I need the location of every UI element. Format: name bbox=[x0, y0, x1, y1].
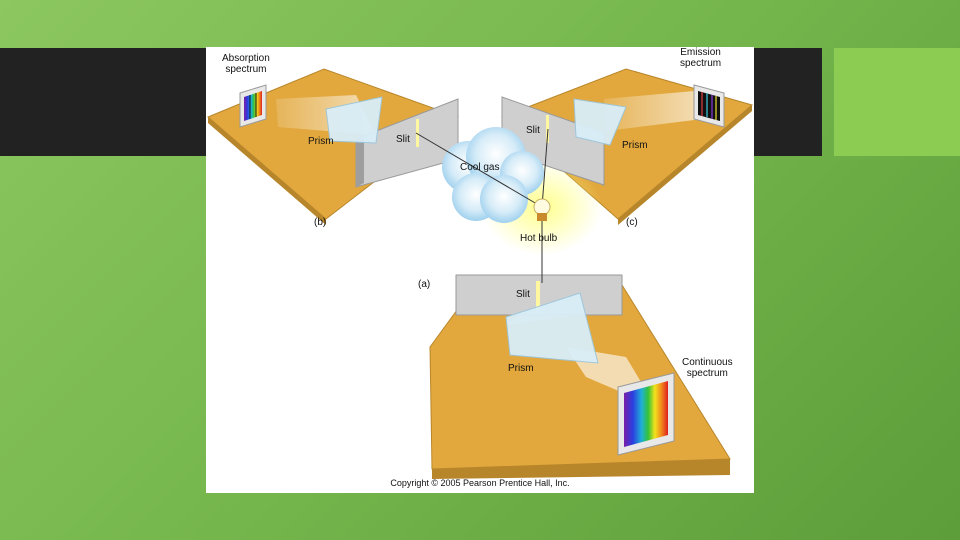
slit-b-label: Slit bbox=[396, 134, 410, 145]
absorption-spectrum-label: Absorption spectrum bbox=[222, 53, 270, 75]
prism-b-label: Prism bbox=[308, 136, 334, 147]
prism-c-label: Prism bbox=[622, 140, 648, 151]
prism-a-label: Prism bbox=[508, 363, 534, 374]
copyright-text: Copyright © 2005 Pearson Prentice Hall, … bbox=[206, 478, 754, 488]
absorption-spectrum-card bbox=[240, 85, 266, 127]
emission-spectrum-label: Emission spectrum bbox=[680, 47, 721, 69]
continuous-spectrum-label: Continuous spectrum bbox=[682, 357, 733, 379]
slit-a-label: Slit bbox=[516, 289, 530, 300]
cool-gas-label: Cool gas bbox=[460, 162, 499, 173]
continuous-spectrum-card bbox=[618, 373, 674, 455]
slit-c-label: Slit bbox=[526, 125, 540, 136]
hot-bulb-label: Hot bulb bbox=[520, 233, 557, 244]
accent-box bbox=[834, 48, 960, 156]
panel-c-label: (c) bbox=[626, 217, 638, 228]
emission-spectrum-card bbox=[694, 85, 724, 127]
spectra-diagram bbox=[206, 47, 754, 493]
panel-a-label: (a) bbox=[418, 279, 430, 290]
spectra-figure: Absorption spectrum Emission spectrum Co… bbox=[206, 47, 754, 493]
panel-b-label: (b) bbox=[314, 217, 326, 228]
